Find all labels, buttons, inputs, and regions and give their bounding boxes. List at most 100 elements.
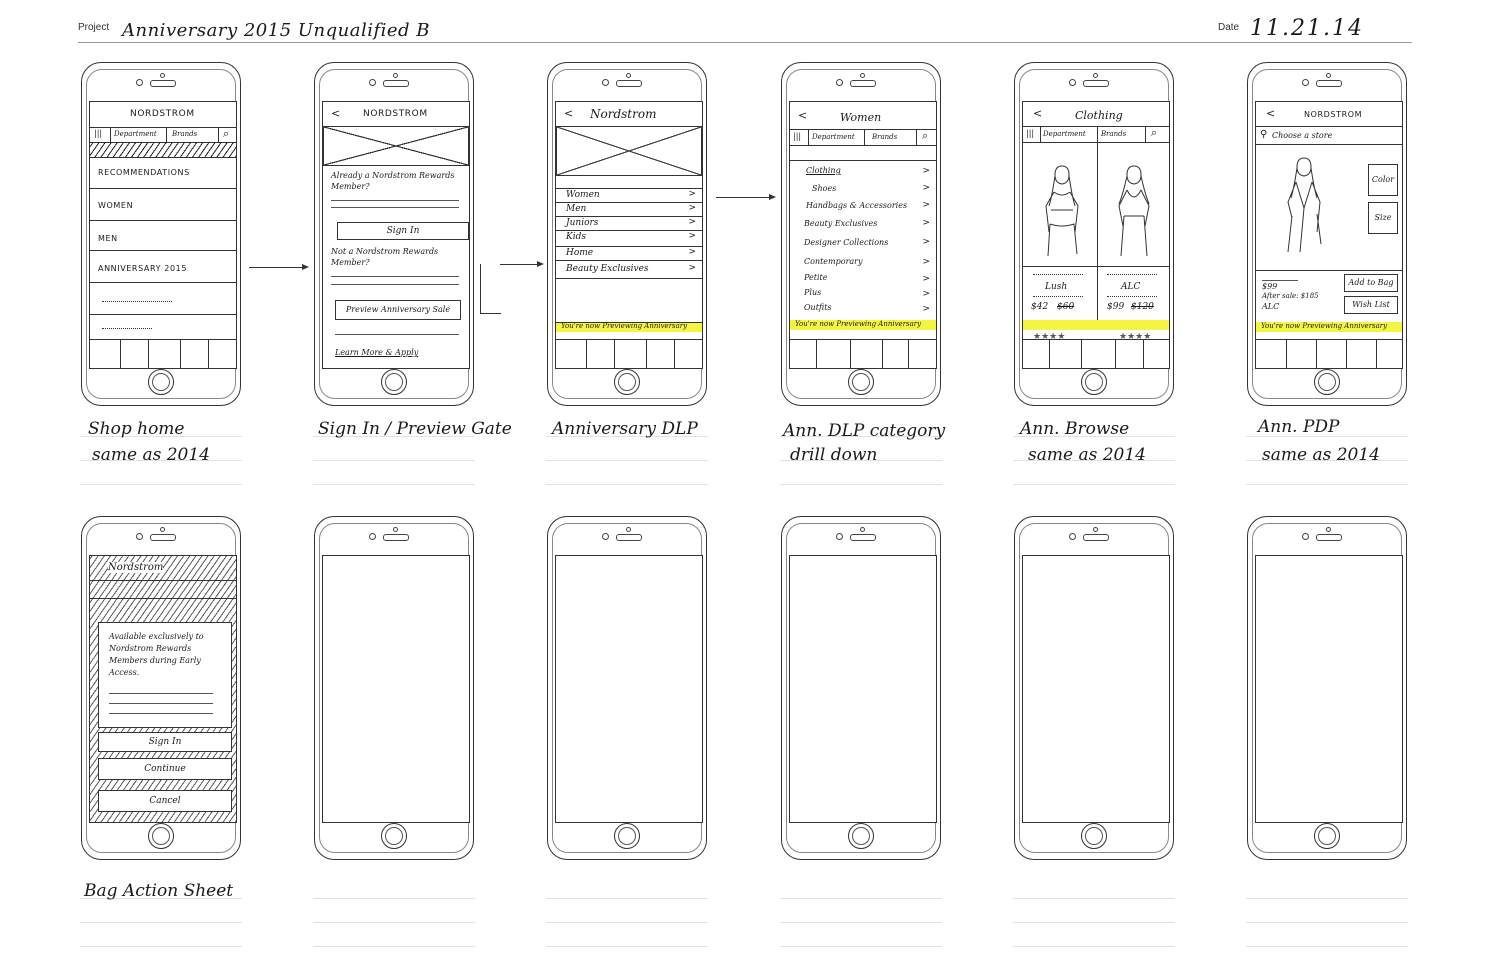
header-rule (78, 42, 1412, 43)
home-button (1314, 369, 1340, 395)
add-to-bag-button[interactable]: Add to Bag (1344, 274, 1398, 292)
product-image[interactable] (1274, 154, 1334, 264)
cat-contemporary[interactable]: Contemporary (804, 257, 863, 266)
back-icon[interactable]: < (331, 107, 341, 120)
cat-shoes[interactable]: Shoes (812, 184, 837, 193)
phone-empty-6 (1247, 516, 1407, 860)
product-image-1[interactable] (1037, 162, 1087, 262)
caption-dlp-category-line1: Ann. DLP category (783, 421, 946, 441)
phone-empty-2 (314, 516, 474, 860)
menu-anniversary[interactable]: ANNIVERSARY 2015 (98, 264, 188, 273)
tab-department[interactable]: Department (1043, 130, 1086, 138)
tab-department[interactable]: Department (114, 130, 157, 138)
product-2-was-price: $120 (1131, 302, 1154, 312)
barcode-icon[interactable]: ||| (94, 129, 103, 138)
preview-banner (1023, 320, 1169, 330)
color-selector[interactable]: Color (1368, 164, 1398, 196)
size-selector[interactable]: Size (1368, 202, 1398, 234)
sheet-cancel-button[interactable]: Cancel (98, 790, 232, 812)
preview-banner: You're now Previewing Anniversary (1256, 322, 1402, 332)
pdp-after-sale: After sale: $185 (1262, 292, 1319, 300)
cat-outfits[interactable]: Outfits (804, 303, 832, 312)
back-icon[interactable]: < (564, 107, 574, 120)
dlp-item-women[interactable]: Women (566, 190, 600, 200)
dlp-item-beauty[interactable]: Beauty Exclusives (566, 264, 649, 274)
choose-store-link[interactable]: Choose a store (1272, 131, 1333, 140)
menu-men[interactable]: MEN (98, 234, 118, 243)
tab-brands[interactable]: Brands (872, 133, 898, 141)
phone-empty-5 (1014, 516, 1174, 860)
dlp-item-juniors[interactable]: Juniors (566, 218, 599, 228)
preview-banner-text: You're now Previewing Anniversary (561, 322, 688, 330)
sheet-continue-button[interactable]: Continue (98, 758, 232, 780)
caption-browse-line2: same as 2014 (1028, 445, 1146, 465)
back-icon[interactable]: < (798, 109, 808, 122)
phone-empty-4 (781, 516, 941, 860)
tab-brands[interactable]: Brands (1101, 130, 1127, 138)
date-value: 11.21.14 (1250, 16, 1364, 41)
phone-shop-home: NORDSTROM ||| Department Brands ⌕ RECOMM… (81, 62, 241, 406)
dlp-item-kids[interactable]: Kids (566, 232, 586, 242)
brand-title: NORDSTROM (1304, 110, 1363, 119)
screen-sign-in: < NORDSTROM Already a Nordstrom Rewards … (322, 101, 470, 369)
screen-bag-sheet: Nordstrom Available exclusively to Nords… (89, 555, 237, 823)
search-icon[interactable]: ⌕ (223, 127, 230, 140)
not-member-text: Not a Nordstrom Rewards Member? (331, 247, 439, 267)
product-2-price: $99 (1107, 302, 1125, 312)
preview-banner: You're now Previewing Anniversary (790, 320, 936, 330)
product-1-rating: ★★★★ (1033, 332, 1066, 342)
phone-dlp-category: < Women ||| Department Brands ⌕ Clothing… (781, 62, 941, 406)
preview-banner-text: You're now Previewing Anniversary (795, 320, 922, 328)
search-icon[interactable]: ⌕ (1151, 126, 1158, 139)
already-member-text: Already a Nordstrom Rewards Member? (331, 171, 455, 191)
tab-department[interactable]: Department (812, 133, 855, 141)
home-button (381, 369, 407, 395)
barcode-icon[interactable]: ||| (793, 132, 802, 141)
caption-shop-home-line2: same as 2014 (92, 445, 210, 465)
cat-petite[interactable]: Petite (804, 273, 828, 282)
tab-bar (790, 339, 936, 368)
search-icon[interactable]: ⌕ (922, 129, 929, 142)
menu-women[interactable]: WOMEN (98, 201, 134, 210)
barcode-icon[interactable]: ||| (1026, 129, 1035, 138)
caption-dlp: Anniversary DLP (552, 419, 698, 439)
sign-in-button[interactable]: Sign In (337, 222, 469, 240)
learn-more-link[interactable]: Learn More & Apply (335, 348, 419, 357)
menu-recommendations[interactable]: RECOMMENDATIONS (98, 168, 190, 177)
caption-shop-home-line1: Shop home (88, 419, 185, 439)
pdp-brand: ALC (1262, 302, 1280, 311)
wish-list-button[interactable]: Wish List (1344, 296, 1398, 314)
cat-clothing[interactable]: Clothing (806, 166, 841, 175)
screen-shop-home: NORDSTROM ||| Department Brands ⌕ RECOMM… (89, 101, 237, 369)
dlp-item-home[interactable]: Home (566, 248, 594, 258)
screen-pdp: < NORDSTROM ⚲ Choose a store Color Size … (1255, 101, 1403, 369)
phone-pdp: < NORDSTROM ⚲ Choose a store Color Size … (1247, 62, 1407, 406)
back-icon[interactable]: < (1033, 107, 1043, 120)
tab-bar (1256, 339, 1402, 368)
brand-title: Nordstrom (108, 562, 164, 573)
sheet-sign-in-button[interactable]: Sign In (98, 732, 232, 752)
tab-bar (90, 339, 236, 368)
location-pin-icon: ⚲ (1260, 129, 1268, 140)
tab-brands[interactable]: Brands (172, 130, 198, 138)
phone-browse: < Clothing ||| Department Brands ⌕ Lush … (1014, 62, 1174, 406)
date-label: Date (1218, 22, 1240, 33)
flow-arrow-3 (716, 194, 776, 200)
home-button (1081, 369, 1107, 395)
screen-browse: < Clothing ||| Department Brands ⌕ Lush … (1022, 101, 1170, 369)
product-image-2[interactable] (1109, 162, 1159, 262)
cat-beauty[interactable]: Beauty Exclusives (804, 219, 878, 228)
cat-plus[interactable]: Plus (804, 288, 822, 297)
dlp-item-men[interactable]: Men (566, 204, 587, 214)
preview-sale-button[interactable]: Preview Anniversary Sale (335, 300, 461, 320)
cat-designer[interactable]: Designer Collections (804, 238, 889, 247)
project-value: Anniversary 2015 Unqualified B (122, 20, 431, 41)
flow-arrow-2 (500, 261, 544, 267)
home-button (614, 369, 640, 395)
flow-arrow-2-bend (480, 264, 501, 314)
home-button (148, 369, 174, 395)
cat-handbags[interactable]: Handbags & Accessories (806, 201, 908, 210)
action-sheet-message: Available exclusively to Nordstrom Rewar… (109, 632, 204, 677)
category-title: Clothing (1075, 109, 1123, 122)
back-icon[interactable]: < (1266, 107, 1276, 120)
